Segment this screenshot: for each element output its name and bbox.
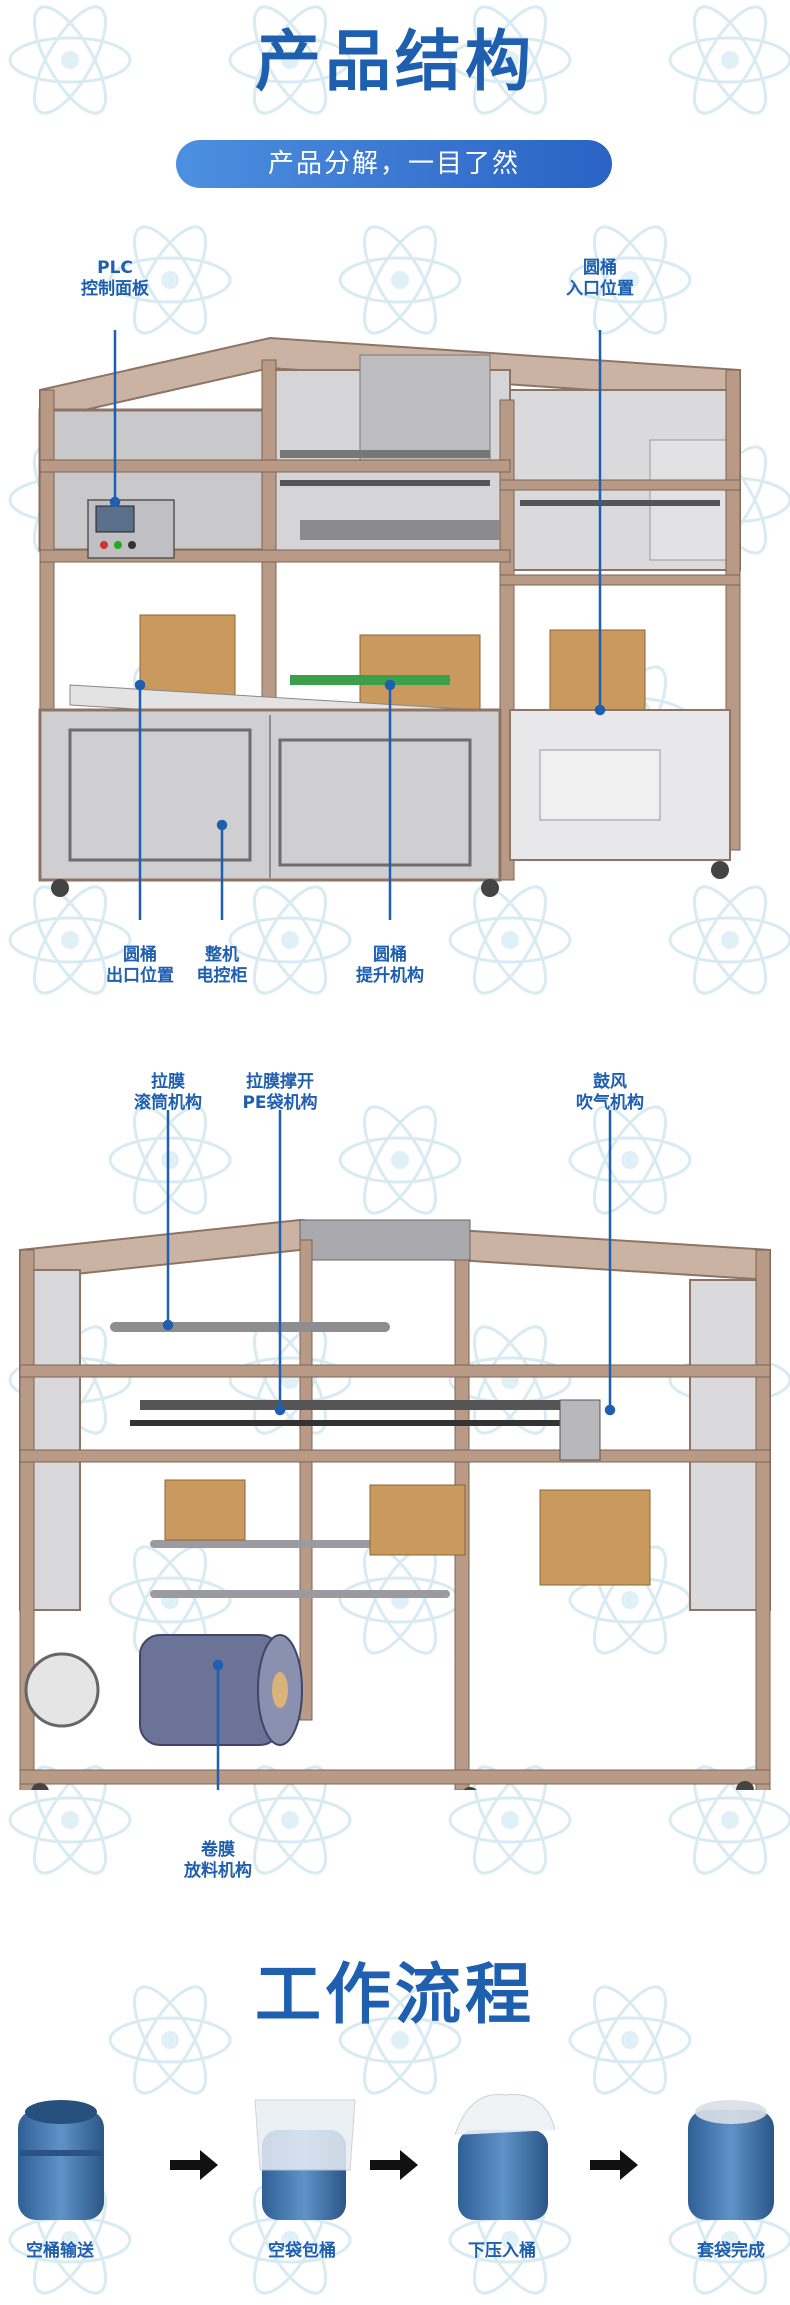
step-2-label: 空袋包桶 <box>268 2241 336 2261</box>
label-line: 提升机构 <box>356 966 424 986</box>
label-plc-panel: PLC 控制面板 <box>70 258 160 300</box>
drum-bagged-icon <box>254 2099 356 2220</box>
label-pe-bag-opener: 拉膜撑开 PE袋机构 <box>225 1072 335 1114</box>
label-line: 拉膜撑开 <box>246 1072 314 1092</box>
page-title: 产品结构 <box>255 23 535 100</box>
label-line: 拉膜 <box>151 1072 185 1092</box>
label-line: 控制面板 <box>81 279 149 299</box>
label-line: 滚筒机构 <box>134 1093 202 1113</box>
label-drum-outlet: 圆桶 出口位置 <box>95 945 185 987</box>
label-line: 整机 <box>205 945 239 965</box>
label-line: 入口位置 <box>566 279 634 299</box>
machine-1-illustration <box>38 330 741 920</box>
label-line: 圆桶 <box>583 258 617 278</box>
label-drum-inlet: 圆桶 入口位置 <box>555 258 645 300</box>
drum-complete-icon <box>688 2100 774 2220</box>
label-line: 出口位置 <box>106 966 174 986</box>
label-line: 电控柜 <box>196 966 248 986</box>
label-line: 圆桶 <box>123 945 157 965</box>
machine-2-illustration <box>19 1110 771 1790</box>
label-line: 吹气机构 <box>576 1093 644 1113</box>
label-line: 圆桶 <box>373 945 407 965</box>
label-film-roller: 拉膜 滚筒机构 <box>118 1072 218 1114</box>
process-flow-illustration <box>18 2093 774 2220</box>
step-3-label: 下压入桶 <box>468 2241 536 2261</box>
section-title-process: 工作流程 <box>255 1956 535 2033</box>
label-line: PLC <box>97 258 133 278</box>
step-1-label: 空桶输送 <box>26 2241 94 2261</box>
label-line: 鼓风 <box>593 1072 627 1092</box>
label-line: 放料机构 <box>184 1861 252 1881</box>
label-line: 卷膜 <box>201 1840 235 1860</box>
drum-press-icon <box>454 2093 556 2220</box>
step-4-label: 套袋完成 <box>697 2241 765 2261</box>
label-drum-lift: 圆桶 提升机构 <box>345 945 435 987</box>
label-line: PE袋机构 <box>242 1093 318 1113</box>
label-blower: 鼓风 吹气机构 <box>560 1072 660 1114</box>
label-control-cabinet: 整机 电控柜 <box>177 945 267 987</box>
subtitle-pill: 产品分解，一目了然 <box>176 140 612 188</box>
drum-empty-icon <box>18 2100 104 2220</box>
label-film-unwind: 卷膜 放料机构 <box>168 1840 268 1882</box>
